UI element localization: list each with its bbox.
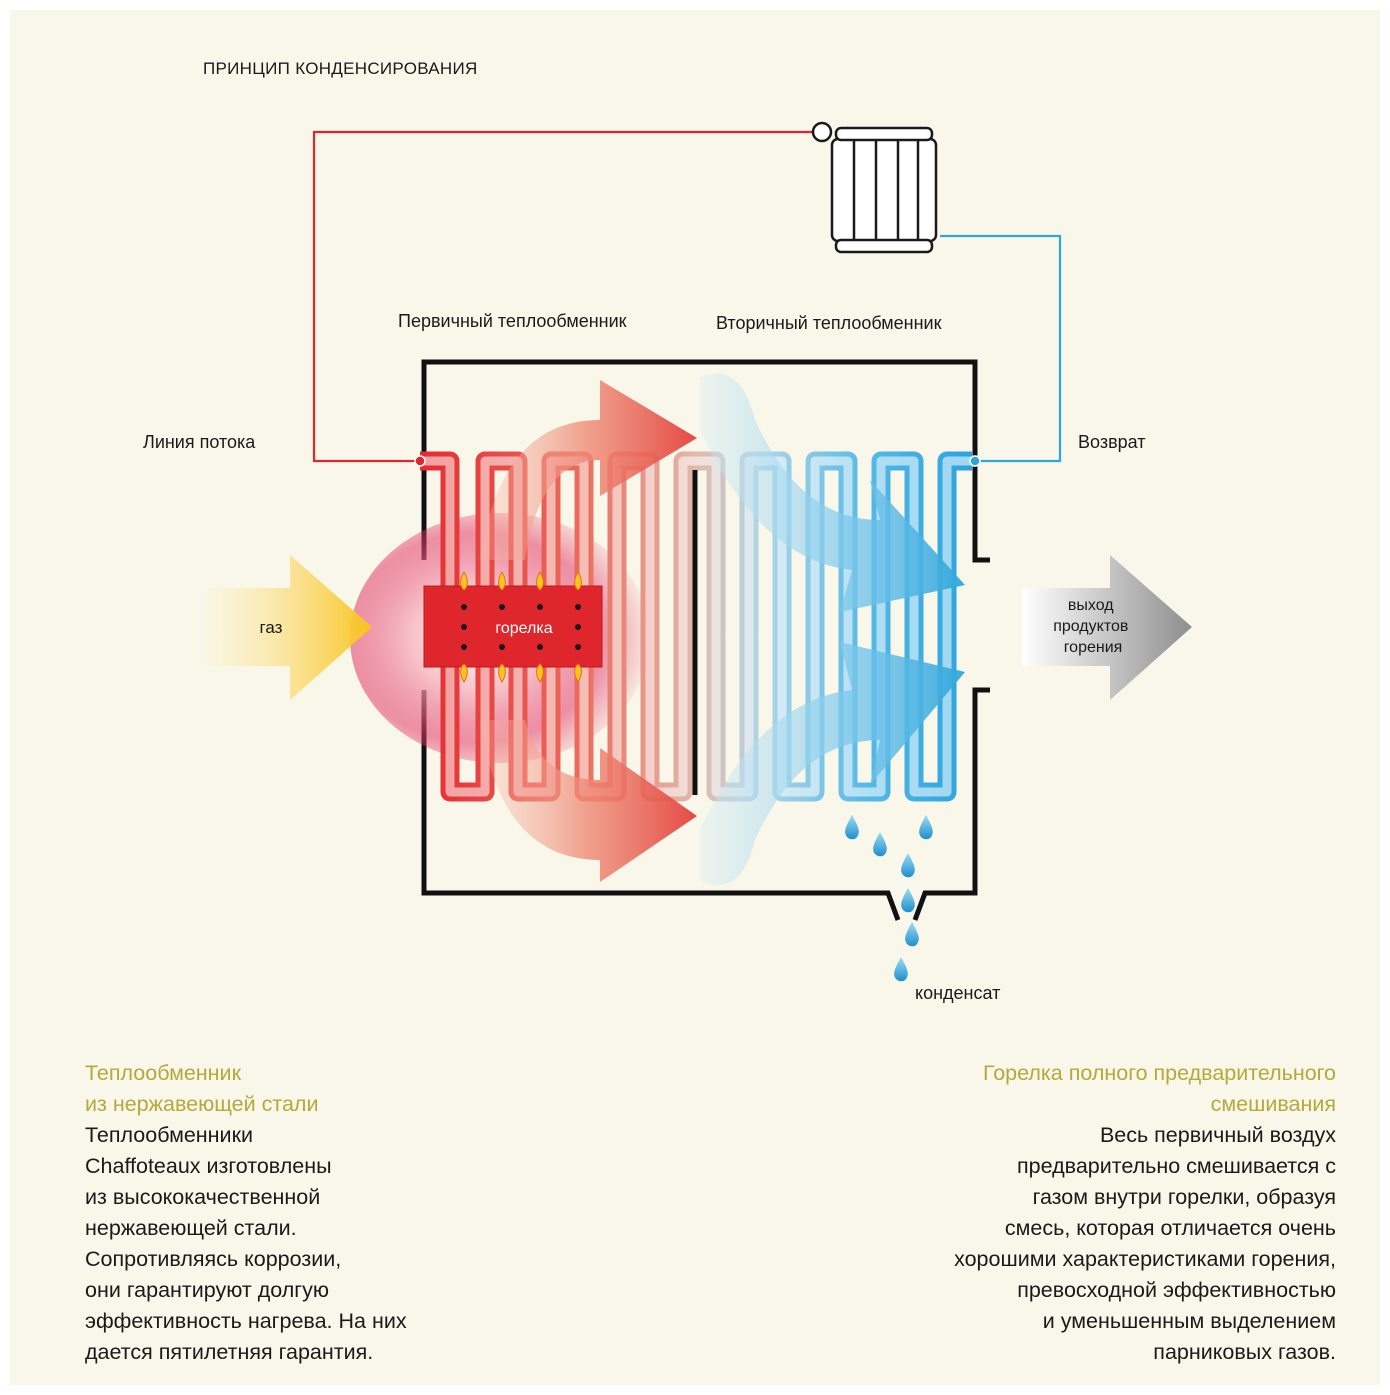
- left-body-line: они гарантируют долгую: [85, 1278, 330, 1302]
- left-body-line: дается пятилетняя гарантия.: [85, 1340, 374, 1364]
- flue-gas-arrow-lower: [700, 642, 965, 885]
- gas-label: газ: [260, 618, 283, 637]
- left-body-line: Сопротивляясь коррозии,: [85, 1247, 342, 1271]
- left-body-line: эффективность нагрева. На них: [85, 1309, 407, 1333]
- exhaust-arrow: [1022, 555, 1192, 700]
- premix-burner-description: Горелка полного предварительного смешива…: [860, 1058, 1336, 1368]
- burner-holes: [461, 604, 581, 650]
- diagram-title: ПРИНЦИП КОНДЕНСИРОВАНИЯ: [203, 59, 478, 78]
- flow-connector: [414, 455, 426, 467]
- condensate-label: конденсат: [915, 983, 1000, 1003]
- flow-line-label: Линия потока: [143, 432, 256, 452]
- flame-icons: [460, 571, 582, 683]
- right-body-line: хорошими характеристиками горения,: [954, 1247, 1336, 1271]
- left-heading-line: Теплообменник: [85, 1061, 241, 1085]
- left-body-line: Chaffoteaux изготовлены: [85, 1154, 332, 1178]
- right-body-line: превосходной эффективностью: [1017, 1278, 1336, 1302]
- right-body-line: смесь, которая отличается очень: [1004, 1216, 1336, 1240]
- flow-line-pipe: [312, 130, 822, 463]
- right-heading-line: Горелка полного предварительного: [982, 1061, 1336, 1085]
- right-heading-line: смешивания: [1210, 1092, 1336, 1116]
- boiler-housing: [421, 359, 990, 921]
- right-body-line: газом внутри горелки, образуя: [1032, 1185, 1336, 1209]
- right-body-line: Весь первичный воздух: [1099, 1123, 1336, 1147]
- stainless-exchanger-description: Теплообменник из нержавеющей стали Тепло…: [85, 1058, 505, 1368]
- burner-label: горелка: [495, 620, 552, 637]
- right-body-line: предварительно смешивается с: [1017, 1154, 1336, 1178]
- radiator-icon: [811, 121, 938, 254]
- hot-gas-arrow-lower: [480, 720, 697, 882]
- left-body-line: Теплообменники: [85, 1123, 253, 1147]
- secondary-exchanger-label: Вторичный теплообменник: [716, 313, 942, 333]
- exhaust-label: выход продуктов горения: [1053, 597, 1133, 656]
- left-heading-line: из нержавеющей стали: [85, 1092, 319, 1116]
- right-body-line: и уменьшенным выделением: [1042, 1309, 1336, 1333]
- primary-exchanger-label: Первичный теплообменник: [398, 311, 627, 331]
- condensate-drops: [845, 815, 933, 982]
- flue-gas-arrow-upper: [700, 373, 965, 612]
- return-pipe: [940, 234, 1062, 463]
- left-body-line: нержавеющей стали.: [85, 1216, 297, 1240]
- return-label: Возврат: [1078, 432, 1146, 452]
- burner-block: [423, 585, 603, 668]
- gas-inlet-arrow: [205, 555, 372, 700]
- return-connector: [969, 455, 981, 467]
- hot-gas-arrow-upper: [480, 380, 697, 560]
- left-body-line: из высококачественной: [85, 1185, 321, 1209]
- right-body-line: парниковых газов.: [1153, 1340, 1336, 1364]
